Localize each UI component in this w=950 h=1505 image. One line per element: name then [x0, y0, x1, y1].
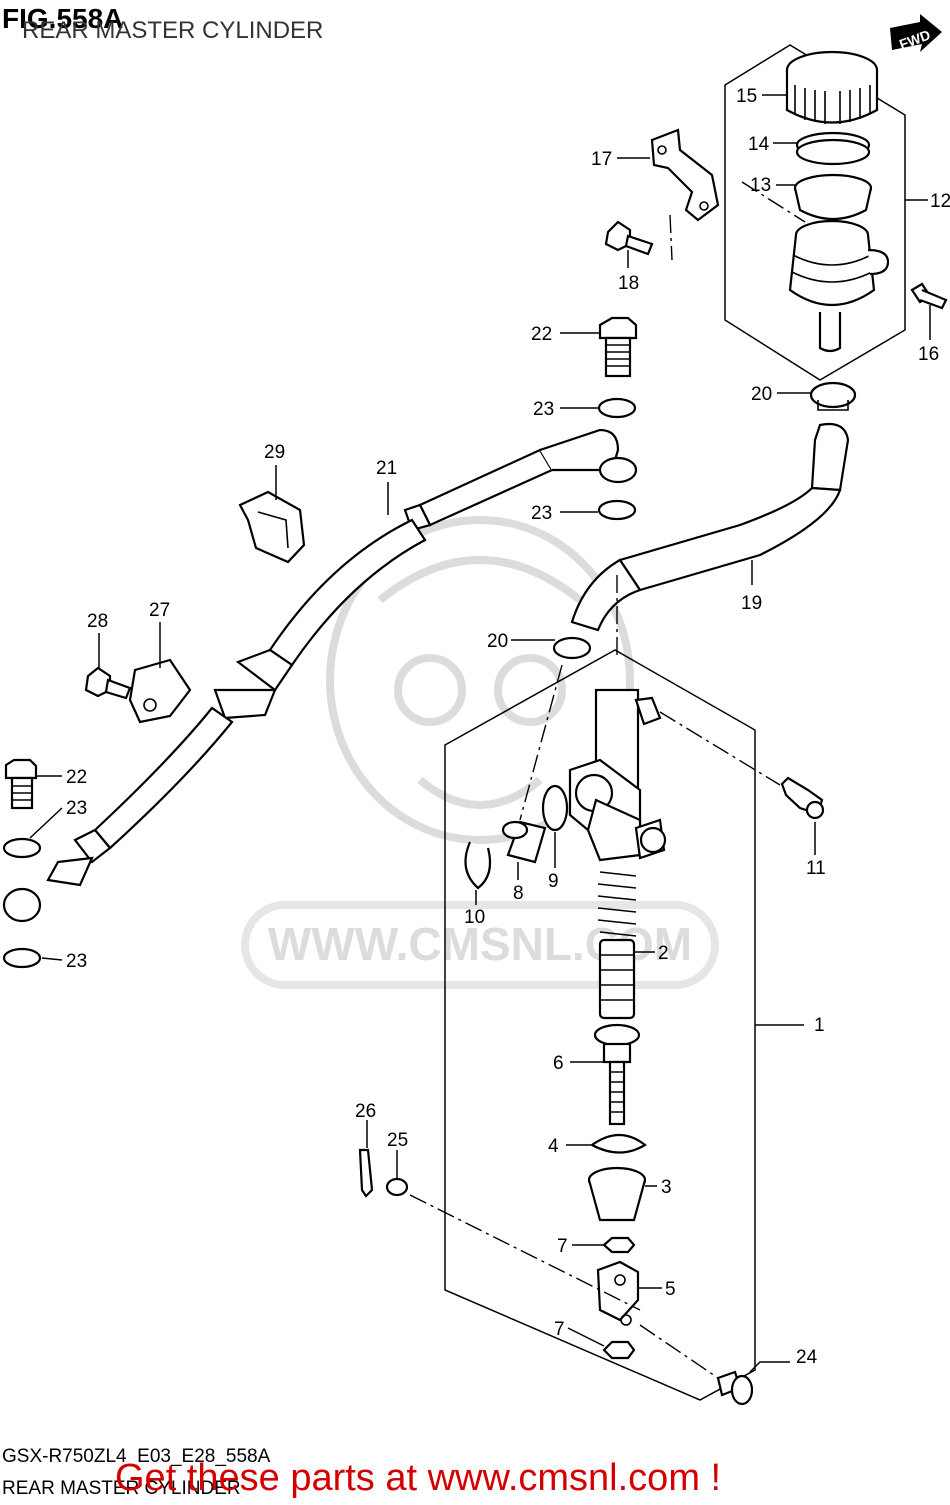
cotter-pin: [358, 1148, 374, 1198]
reservoir-body: [788, 219, 890, 353]
reservoir-hose: [570, 422, 850, 632]
callout-label: 13: [750, 175, 771, 196]
o-ring: [541, 784, 569, 832]
piston-spring: [597, 871, 637, 1020]
callout-label: 27: [149, 600, 170, 621]
figure-subtitle: REAR MASTER CYLINDER: [22, 17, 323, 44]
leader-lines: [29, 94, 931, 1373]
circlip: [464, 841, 492, 890]
callout-label: 5: [665, 1279, 676, 1300]
union-bolt-upper: [598, 316, 638, 378]
callout-labels: 1 2 3 4 5 6 7 7 8 9 10 11 12 13 14 15 16…: [66, 86, 950, 1368]
hose-fitting: [2, 887, 42, 923]
retaining-ring: [591, 1133, 647, 1154]
watermark-logo: [241, 516, 719, 989]
callout-label: 9: [548, 871, 559, 892]
callout-label: 12: [930, 191, 950, 212]
bracket-bolt: [604, 220, 654, 256]
guide-bolt: [84, 666, 132, 700]
washer-pin: [385, 1177, 409, 1197]
assembly-line: [741, 181, 806, 223]
callout-label: 1: [814, 1015, 825, 1036]
footer-title: REAR MASTER CYLINDER: [2, 1478, 241, 1499]
master-cylinder-group-outline: [444, 649, 756, 1401]
cap-diaphragm-plate: [795, 131, 871, 166]
brake-hose: [46, 428, 638, 887]
callout-label: 28: [87, 611, 108, 632]
assembly-line: [519, 664, 563, 821]
callout-label: 19: [741, 593, 762, 614]
callout-label: 29: [264, 442, 285, 463]
callout-label: 16: [918, 344, 939, 365]
model-code: GSX-R750ZL4_E03_E28_558A: [2, 1446, 271, 1467]
reservoir-screw: [910, 282, 948, 310]
master-cylinder-body: [568, 688, 667, 862]
callout-label: 3: [661, 1177, 672, 1198]
callout-label: 6: [553, 1053, 564, 1074]
hose-clip-lower: [552, 636, 592, 660]
reservoir-group-outline: [724, 44, 906, 381]
callout-label: 22: [531, 324, 552, 345]
callout-label: 10: [464, 907, 485, 928]
washer-upper-a: [597, 397, 637, 419]
cylinder-screw: [780, 776, 825, 820]
fwd-arrow-icon: FWD: [890, 14, 942, 52]
boot: [587, 1166, 647, 1222]
callout-label: 15: [736, 86, 757, 107]
bracket: [650, 128, 720, 222]
assembly-line: [669, 214, 673, 261]
hose-clamp: [238, 490, 306, 564]
callout-label: 2: [658, 943, 669, 964]
union-bolt-lower: [4, 758, 38, 810]
nut-lower: [602, 1340, 636, 1360]
washer-upper-b: [597, 499, 637, 521]
assembly-line: [639, 1324, 719, 1379]
reservoir-cap: [785, 50, 879, 124]
callout-label: 23: [533, 399, 554, 420]
callout-label: 7: [554, 1319, 565, 1340]
push-rod: [593, 1023, 641, 1126]
callout-label: 23: [66, 798, 87, 819]
callout-label: 20: [751, 384, 772, 405]
cta-link[interactable]: Get these parts at www.cmsnl.com !: [115, 1457, 721, 1499]
callout-label: 23: [531, 503, 552, 524]
callout-label: 17: [591, 149, 612, 170]
callout-label: 20: [487, 631, 508, 652]
callout-label: 23: [66, 951, 87, 972]
callout-label: 25: [387, 1130, 408, 1151]
callout-label: 11: [806, 858, 826, 879]
clevis: [596, 1260, 640, 1326]
callout-label: 21: [376, 458, 397, 479]
figure-number: FIG.558A: [2, 3, 123, 34]
hose-clip-upper: [809, 381, 857, 411]
callout-label: 22: [66, 767, 87, 788]
assembly-line: [409, 1194, 641, 1311]
callout-label: 26: [355, 1101, 376, 1122]
washer-lower-b: [2, 947, 42, 969]
nut-upper: [602, 1236, 636, 1254]
diaphragm: [793, 173, 873, 220]
callout-label: 18: [618, 273, 639, 294]
callout-label: 14: [748, 134, 770, 155]
guide-bracket: [128, 658, 192, 724]
callout-label: 8: [513, 883, 524, 904]
washer-lower-a: [2, 837, 42, 859]
clevis-pin: [716, 1370, 754, 1406]
callout-label: 7: [557, 1236, 568, 1257]
inlet-connector: [501, 820, 547, 864]
callout-label: 24: [796, 1347, 818, 1368]
assembly-line: [659, 711, 781, 786]
callout-label: 4: [548, 1136, 559, 1157]
